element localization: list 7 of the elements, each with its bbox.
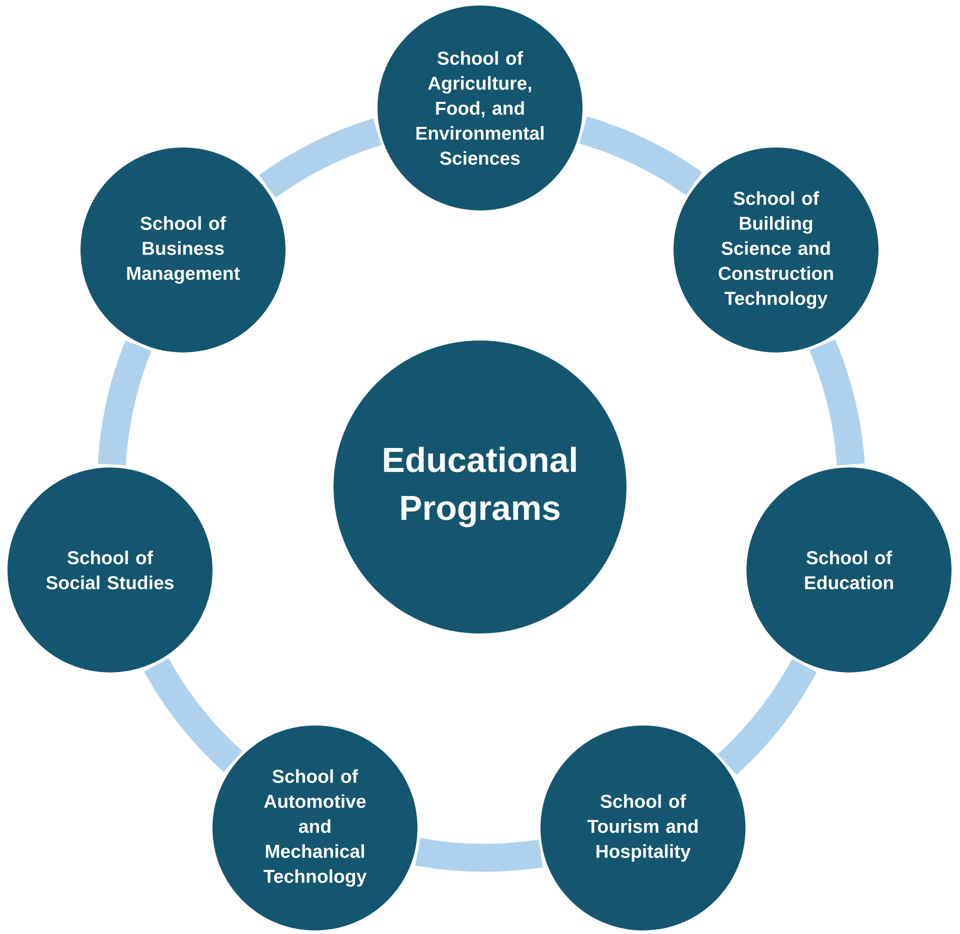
ring-segment <box>809 340 865 466</box>
ring-segment <box>718 658 817 775</box>
ring-segment <box>416 838 543 872</box>
ring-segment <box>259 118 382 198</box>
ring-segment <box>98 340 152 466</box>
ring-segment <box>144 658 243 772</box>
ring-segment <box>579 116 702 196</box>
